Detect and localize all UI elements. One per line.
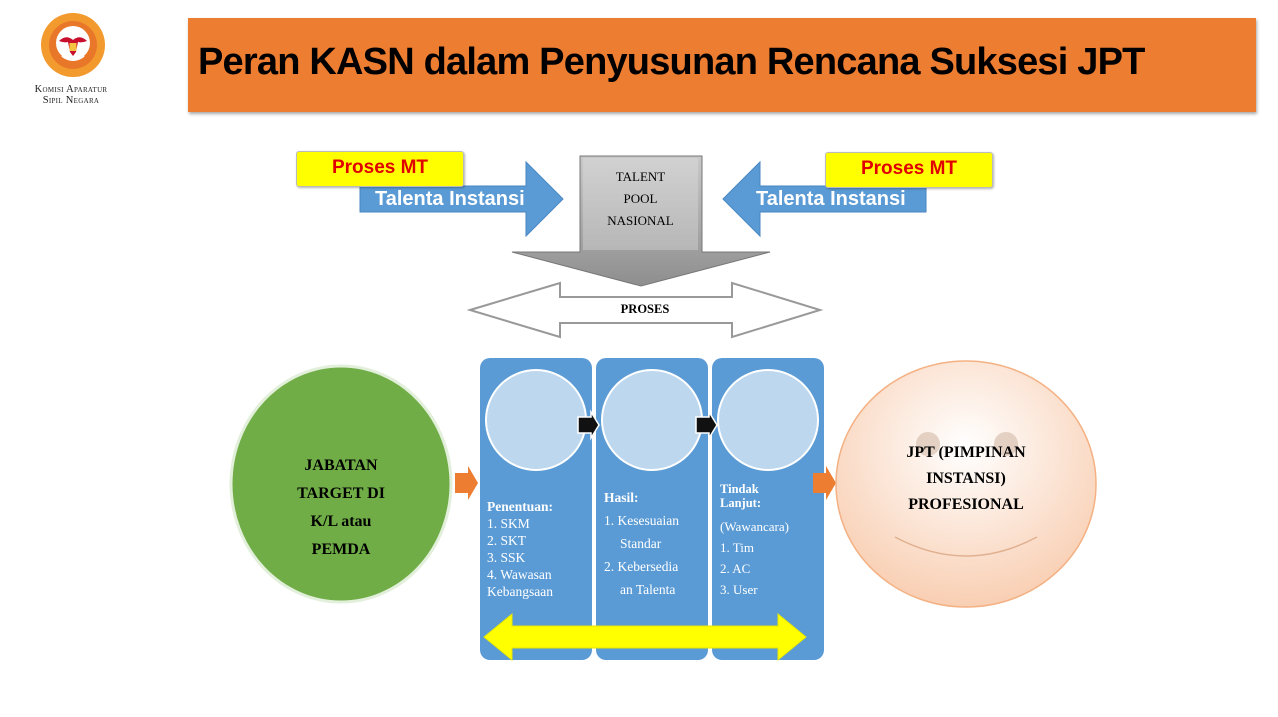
left-talent-arrow <box>359 160 564 238</box>
stage-1-text: Penentuan: 1. SKM 2. SKT 3. SSK 4. Wawas… <box>487 498 591 600</box>
stage-circle-1 <box>485 369 587 471</box>
stage-3-items: (Wawancara) 1. Tim 2. AC 3. User <box>720 516 822 600</box>
talent-pool-line1: TALENT <box>615 169 666 184</box>
outcome-label: JPT (PIMPINAN INSTANSI) PROFESIONAL <box>876 440 1056 518</box>
stage-1-item: 2. SKT <box>487 533 527 548</box>
target-position-label: JABATAN TARGET DI K/L atau PEMDA <box>261 452 421 564</box>
talent-pool-arrow <box>511 155 771 287</box>
target-position-circle <box>229 364 453 604</box>
stage-3-item: 3. User <box>720 582 758 597</box>
talent-pool-line2: POOL <box>623 191 658 206</box>
process-double-arrow <box>466 281 824 339</box>
stage-3-item: 1. Tim <box>720 540 754 555</box>
target-line1: JABATAN <box>304 457 378 474</box>
stage-2-item: 1. Kesesuaian <box>604 513 679 528</box>
stage-3-item: 2. AC <box>720 561 751 576</box>
right-talent-arrow <box>722 160 927 238</box>
right-talenta-label: Talenta Instansi <box>756 188 906 210</box>
stage-3-item: (Wawancara) <box>720 519 789 534</box>
stage-connector-2 <box>695 409 718 441</box>
organization-name: Komisi Aparatur Sipil Negara <box>10 84 132 106</box>
stage-1-item: 3. SSK <box>487 550 526 565</box>
talent-pool-line3: NASIONAL <box>607 213 674 228</box>
outcome-line3: PROFESIONAL <box>908 496 1024 513</box>
stage-1-item: 4. Wawasan <box>487 567 552 582</box>
stage-3-heading-2: Lanjut: <box>720 496 761 510</box>
left-proses-mt-badge: Proses MT <box>296 151 464 187</box>
right-proses-mt-badge: Proses MT <box>825 152 993 188</box>
target-line4: PEMDA <box>311 541 371 558</box>
stage-2-item: Standar <box>620 536 662 551</box>
stage-1-item: 1. SKM <box>487 516 530 531</box>
stage-1-heading: Penentuan: <box>487 499 554 514</box>
slide-title: Peran KASN dalam Penyusunan Rencana Suks… <box>198 41 1145 83</box>
stage-2-item: 2. Kebersedia <box>604 559 679 574</box>
yellow-double-arrow <box>483 612 807 662</box>
stage-connector-1 <box>577 409 600 441</box>
connector-arrow-right <box>813 466 836 500</box>
org-name-line1: Komisi Aparatur <box>34 84 108 95</box>
stage-3-heading: Tindak <box>720 482 759 496</box>
stage-circle-2 <box>601 369 703 471</box>
outcome-circle <box>835 360 1097 608</box>
stage-2-item: an Talenta <box>620 582 676 597</box>
process-label: PROSES <box>620 302 670 316</box>
garuda-emblem-icon <box>40 12 106 78</box>
talent-pool-label: TALENT POOL NASIONAL <box>583 166 698 232</box>
left-talenta-label: Talenta Instansi <box>375 188 525 210</box>
stage-2-text: Hasil: 1. Kesesuaian Standar 2. Kebersed… <box>604 486 706 601</box>
target-line2: TARGET DI <box>297 485 385 502</box>
target-line3: K/L atau <box>310 513 372 530</box>
stage-circle-3 <box>717 369 819 471</box>
connector-arrow-left <box>455 466 478 500</box>
stage-2-heading: Hasil: <box>604 490 639 505</box>
title-bar <box>188 18 1256 112</box>
stage-3-text: Tindak Lanjut: (Wawancara) 1. Tim 2. AC … <box>720 482 822 600</box>
org-name-line2: Sipil Negara <box>42 95 100 106</box>
stage-1-item: Kebangsaan <box>487 584 553 599</box>
outcome-line1: JPT (PIMPINAN <box>906 444 1026 461</box>
outcome-line2: INSTANSI) <box>926 470 1006 487</box>
